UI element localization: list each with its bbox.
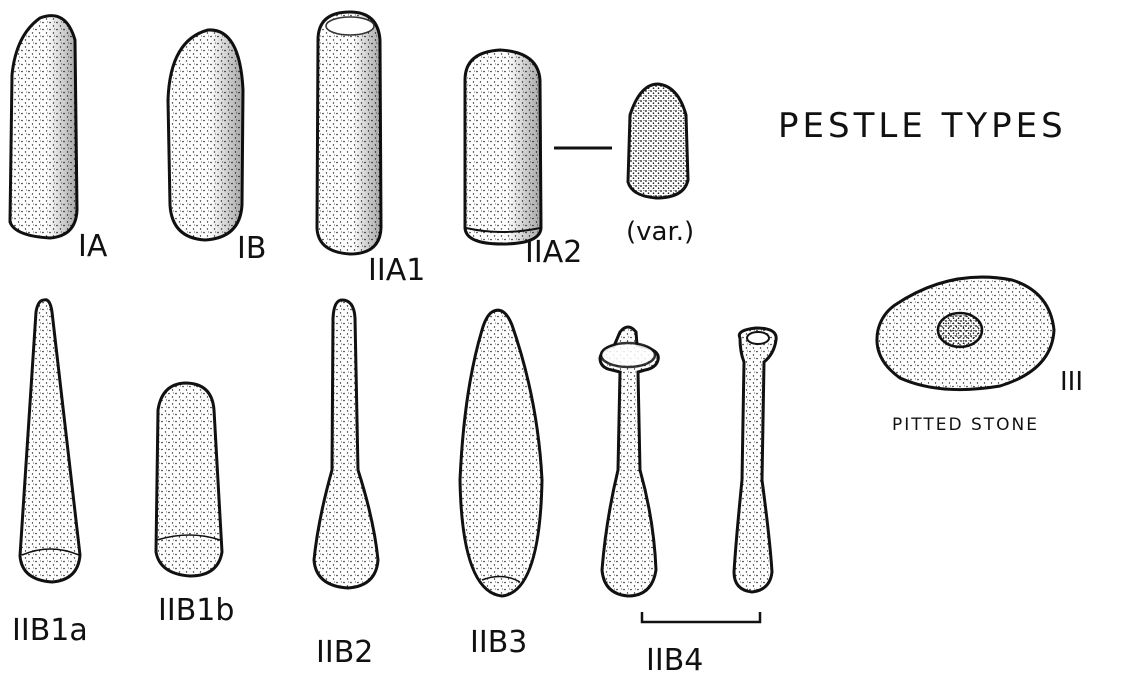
- pestle-IIB4-right: [734, 328, 776, 592]
- pestle-IIB1b: IIB1b: [156, 383, 234, 628]
- pit-hollow: [938, 313, 982, 347]
- label-IIB3: IIB3: [470, 625, 527, 660]
- plate-title: PESTLE TYPES: [778, 106, 1067, 146]
- label-IIB4: IIB4: [646, 643, 703, 678]
- label-IIA1: IIA1: [368, 253, 425, 288]
- pestle-IIB3: IIB3: [460, 310, 542, 660]
- pestle-IIB4-left: [600, 327, 658, 596]
- label-IIB1a: IIB1a: [12, 613, 88, 648]
- label-IA: IA: [78, 229, 108, 264]
- pitted-stone-caption: PITTED STONE: [892, 415, 1039, 435]
- label-III: III: [1060, 367, 1083, 397]
- pestle-IA: IA: [10, 16, 108, 264]
- label-IIB2: IIB2: [316, 635, 373, 670]
- pestle-IIB2: IIB2: [314, 300, 378, 670]
- pitted-stone: III PITTED STONE: [877, 277, 1083, 435]
- pestle-variant: (var.): [626, 84, 694, 247]
- grouping-bracket: [642, 612, 760, 622]
- pestle-IB: IB: [168, 30, 266, 266]
- pestle-IIB1a: IIB1a: [12, 300, 88, 648]
- label-IB: IB: [237, 231, 266, 266]
- label-IIB1b: IIB1b: [158, 593, 234, 628]
- pestle-IIA2: IIA2: [465, 50, 612, 270]
- pestle-IIA1: IIA1: [317, 12, 425, 288]
- label-variant: (var.): [626, 217, 694, 247]
- label-IIA2: IIA2: [525, 235, 582, 270]
